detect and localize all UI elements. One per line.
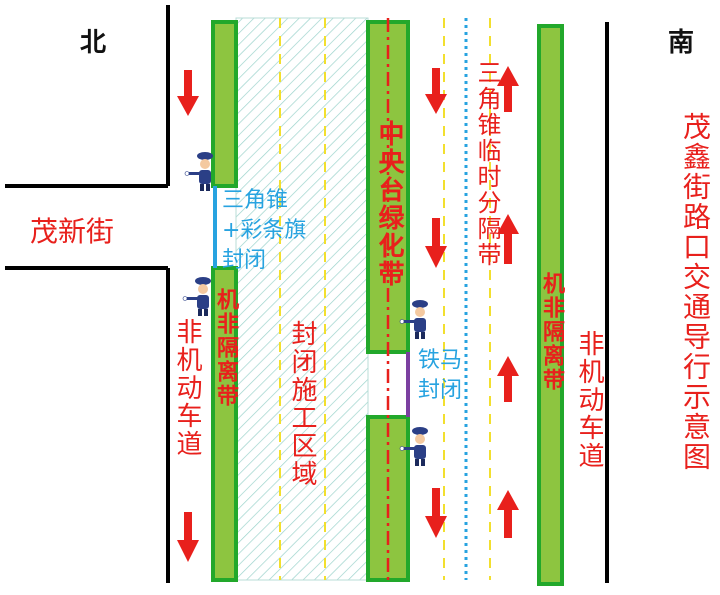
south-label: 南 <box>668 28 695 58</box>
road-edges <box>5 5 609 583</box>
up-arrow-icon <box>497 356 519 402</box>
left-bike-separator-label: 机非隔离带 <box>213 288 238 408</box>
right-bike-separator-label: 机非隔离带 <box>539 272 564 392</box>
closed-construction-zone <box>235 17 369 581</box>
down-arrow-icon <box>177 70 199 116</box>
left-bike-lane-label: 非机动车道 <box>172 318 202 458</box>
right-bike-lane-label: 非机动车道 <box>574 330 604 470</box>
north-label: 北 <box>80 28 107 58</box>
down-arrow-icon <box>425 488 447 538</box>
traffic-arrows <box>177 66 519 562</box>
cone-flag-closure-label: 三角锥+彩条旗封闭 <box>222 188 307 273</box>
down-arrow-icon <box>177 512 199 562</box>
right-bike-separator <box>537 24 564 586</box>
down-arrow-icon <box>425 218 447 268</box>
left-bike-separator-bottom <box>211 266 238 582</box>
side-street-label: 茂新街 <box>30 215 115 248</box>
traffic-police-icon <box>182 276 212 317</box>
up-arrow-icon <box>497 214 519 264</box>
traffic-police-icon <box>184 151 214 192</box>
barrier-closure-label: 铁马封闭 <box>418 348 463 403</box>
diagram-title: 茂鑫街路口交通导行示意图 <box>679 112 712 472</box>
central-median-label: 中央台绿化带 <box>374 120 404 288</box>
closed-zone-label: 封闭施工区域 <box>287 320 317 488</box>
temp-cone-divider-label: 三角锥临时分隔带 <box>473 60 501 268</box>
left-bike-separator-top <box>211 20 238 188</box>
up-arrow-icon <box>497 66 519 112</box>
up-arrow-icon <box>497 490 519 538</box>
down-arrow-icon <box>425 68 447 114</box>
